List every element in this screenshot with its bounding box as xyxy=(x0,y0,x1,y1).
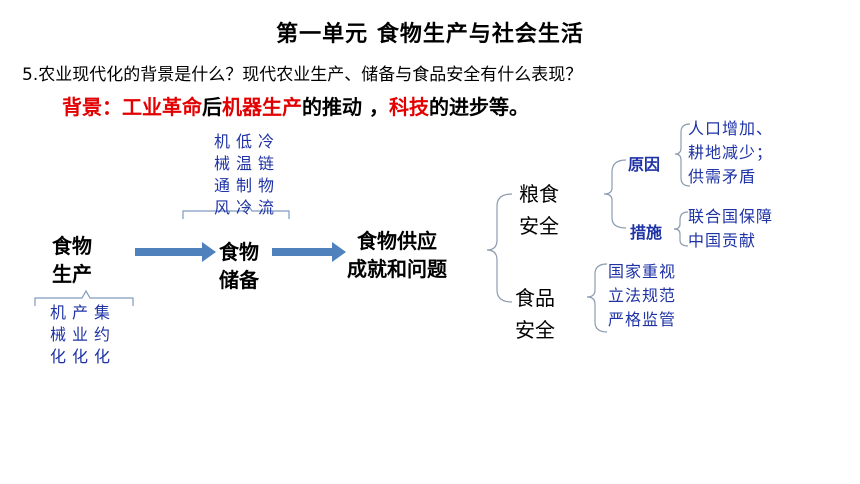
arrow-production-to-storage xyxy=(135,242,216,262)
after-text: 后 xyxy=(202,95,222,119)
production-feature-col: 产 业 化 xyxy=(72,302,88,368)
node-line: 食品 xyxy=(515,286,555,310)
char: 链 xyxy=(258,154,275,173)
char: 冷 xyxy=(258,132,275,151)
node-line: 安全 xyxy=(519,214,559,238)
food-safety-measures-list: 国家重视 立法规范 严格监管 xyxy=(608,260,676,332)
background-line: 背景：工业革命后机器生产的推动 ，科技的进步等。 xyxy=(62,91,529,120)
food-measure-item: 立法规范 xyxy=(608,286,677,305)
char: 化 xyxy=(94,347,111,366)
char: 温 xyxy=(236,154,253,173)
node-food-storage: 食物 储备 xyxy=(219,238,259,294)
industrial-revolution: 工业革命 xyxy=(122,95,202,119)
grain-measures-list: 联合国保障 中国贡献 xyxy=(688,205,773,253)
food-bracket xyxy=(586,263,608,333)
node-line: 食物供应 xyxy=(357,229,437,253)
grain-measure-label: 措施 xyxy=(630,223,663,242)
arrow-storage-to-supply xyxy=(272,242,346,262)
char: 约 xyxy=(94,325,111,344)
char: 风 xyxy=(214,198,231,217)
node-line: 生产 xyxy=(52,262,92,286)
node-food-safety: 食品 安全 xyxy=(515,282,555,346)
storage-brace xyxy=(182,203,290,219)
char: 通 xyxy=(214,176,231,195)
storage-tech-col: 机 械 通 风 xyxy=(214,131,230,219)
char: 产 xyxy=(72,303,89,322)
cause-item: 供需矛盾 xyxy=(688,167,757,186)
question-text: 5.农业现代化的背景是什么？现代农业生产、储备与食品安全有什么表现？ xyxy=(22,65,583,85)
technology: 科技 xyxy=(388,95,429,119)
char: 低 xyxy=(236,132,253,151)
node-line: 食物 xyxy=(219,240,259,264)
node-line: 食物 xyxy=(52,234,92,258)
food-measure-item: 国家重视 xyxy=(608,262,677,281)
node-food-supply: 食物供应 成就和问题 xyxy=(347,227,447,283)
char: 化 xyxy=(72,347,89,366)
progress-text: 的进步等。 xyxy=(428,95,529,119)
char: 冷 xyxy=(236,198,253,217)
production-brace xyxy=(34,289,134,306)
char: 制 xyxy=(236,176,253,195)
char: 化 xyxy=(50,347,67,366)
storage-tech-col: 冷 链 物 流 xyxy=(258,131,274,219)
char: 集 xyxy=(94,303,111,322)
production-feature-columns: 机 械 化 产 业 化 集 约 化 xyxy=(50,302,110,368)
supply-bracket xyxy=(486,193,513,303)
storage-tech-columns: 机 械 通 风 低 温 制 冷 冷 链 物 流 xyxy=(214,131,274,219)
measures-bracket xyxy=(673,211,689,247)
measure-item: 中国贡献 xyxy=(688,231,757,250)
node-line: 成就和问题 xyxy=(347,257,447,281)
char: 业 xyxy=(72,325,89,344)
node-line: 粮食 xyxy=(519,182,559,206)
node-line: 安全 xyxy=(515,318,555,342)
grain-bracket xyxy=(603,159,627,229)
char: 流 xyxy=(258,198,275,217)
food-measure-item: 严格监管 xyxy=(608,310,677,329)
char: 机 xyxy=(50,303,67,322)
page-title: 第一单元 食物生产与社会生活 xyxy=(276,22,584,47)
char: 械 xyxy=(214,154,231,173)
storage-tech-col: 低 温 制 冷 xyxy=(236,131,252,219)
push-text: 的推动 ， xyxy=(302,95,389,119)
production-feature-col: 集 约 化 xyxy=(94,302,110,368)
char: 械 xyxy=(50,325,67,344)
char: 物 xyxy=(258,176,275,195)
char: 机 xyxy=(214,132,231,151)
background-label: 背景： xyxy=(62,95,122,119)
causes-bracket xyxy=(674,123,691,187)
cause-item: 耕地减少； xyxy=(688,143,774,162)
grain-causes-list: 人口增加、 耕地减少； 供需矛盾 xyxy=(688,117,773,189)
node-food-production: 食物 生产 xyxy=(52,232,92,288)
measure-item: 联合国保障 xyxy=(688,207,774,226)
node-grain-safety: 粮食 安全 xyxy=(519,178,559,242)
machine-production: 机器生产 xyxy=(222,95,302,119)
cause-item: 人口增加、 xyxy=(688,119,774,138)
production-feature-col: 机 械 化 xyxy=(50,302,66,368)
node-line: 储备 xyxy=(219,268,259,292)
grain-cause-label: 原因 xyxy=(628,155,661,174)
